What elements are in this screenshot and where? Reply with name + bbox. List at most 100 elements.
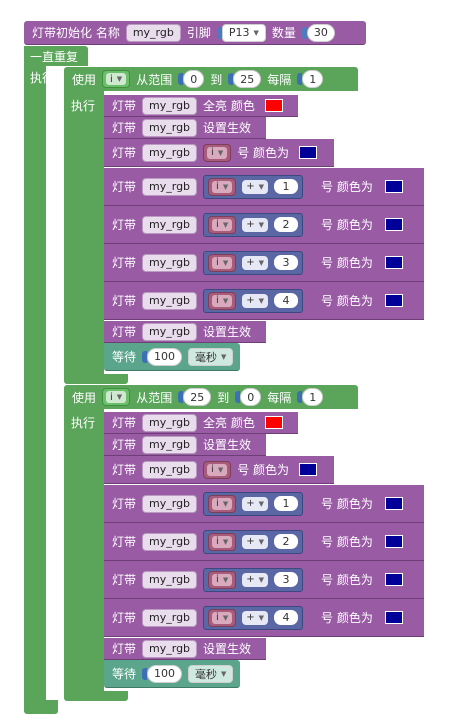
- strip-name-field[interactable]: my_rgb: [142, 177, 198, 196]
- offset-input[interactable]: 4: [274, 610, 298, 625]
- forever-block[interactable]: [24, 46, 46, 714]
- loop1-wait-block[interactable]: 等待 100 毫秒▼: [104, 343, 240, 371]
- pin-dropdown[interactable]: P13▼: [221, 23, 266, 42]
- strip-name-field[interactable]: my_rgb: [125, 23, 181, 42]
- math-op-block[interactable]: i▼ +▼ 4: [203, 288, 303, 313]
- loop2-set-pixel-op-block[interactable]: 灯带 my_rgb i▼ +▼ 1 号 颜色为: [104, 485, 424, 523]
- loop2-wait-block[interactable]: 等待 100 毫秒▼: [104, 660, 240, 688]
- loop1-show-block[interactable]: 灯带 my_rgb 设置生效: [104, 117, 266, 139]
- loop2-step-input[interactable]: 1: [302, 388, 324, 406]
- color-swatch-blue[interactable]: [384, 218, 403, 231]
- rgb-init-block[interactable]: 灯带初始化 名称 my_rgb 引脚 P13▼ 数量 30: [24, 21, 366, 45]
- strip-name-field[interactable]: my_rgb: [142, 291, 198, 310]
- loop1-show-block-2[interactable]: 灯带 my_rgb 设置生效: [104, 321, 266, 343]
- offset-input[interactable]: 2: [274, 217, 298, 232]
- forever-header[interactable]: 一直重复: [24, 46, 88, 66]
- strip-name-field[interactable]: my_rgb: [142, 460, 198, 479]
- index-var[interactable]: i▼: [208, 532, 237, 551]
- loop2-show-block[interactable]: 灯带 my_rgb 设置生效: [104, 434, 266, 456]
- color-swatch-blue[interactable]: [299, 463, 318, 476]
- operator-dropdown[interactable]: +▼: [242, 293, 268, 308]
- math-op-block[interactable]: i▼ +▼ 2: [203, 212, 303, 237]
- index-var[interactable]: i▼: [203, 460, 232, 479]
- offset-input[interactable]: 4: [274, 293, 298, 308]
- loop1-var[interactable]: i▼: [102, 70, 131, 88]
- math-op-block[interactable]: i▼ +▼ 3: [203, 250, 303, 275]
- loop2-set-pixel-op-block[interactable]: 灯带 my_rgb i▼ +▼ 3 号 颜色为: [104, 561, 424, 599]
- operator-dropdown[interactable]: +▼: [242, 610, 268, 625]
- color-swatch-blue[interactable]: [384, 573, 403, 586]
- color-swatch-red[interactable]: [264, 99, 283, 112]
- strip-name-field[interactable]: my_rgb: [142, 570, 198, 589]
- loop1-start-input[interactable]: 0: [183, 70, 205, 88]
- strip-name-field[interactable]: my_rgb: [142, 532, 198, 551]
- strip-name-field[interactable]: my_rgb: [142, 494, 198, 513]
- color-swatch-blue[interactable]: [299, 146, 318, 159]
- strip-name-field[interactable]: my_rgb: [142, 322, 198, 341]
- loop2-fill-all-block[interactable]: 灯带 my_rgb 全亮 颜色: [104, 412, 298, 434]
- operator-dropdown[interactable]: +▼: [242, 255, 268, 270]
- strip-name-field[interactable]: my_rgb: [142, 253, 198, 272]
- strip-name-field[interactable]: my_rgb: [142, 413, 198, 432]
- wait-input[interactable]: 100: [147, 347, 183, 366]
- loop1-set-pixel-block[interactable]: 灯带 my_rgb i▼ 号 颜色为: [104, 139, 334, 167]
- for-loop-2[interactable]: 使用 i▼ 从范围 25 到 0 每隔 1: [64, 385, 358, 409]
- loop1-set-pixel-op-block[interactable]: 灯带 my_rgb i▼ +▼ 1 号 颜色为: [104, 168, 424, 206]
- index-var[interactable]: i▼: [208, 177, 237, 196]
- wait-unit-dropdown[interactable]: 毫秒▼: [188, 664, 234, 683]
- offset-input[interactable]: 2: [274, 534, 298, 549]
- operator-dropdown[interactable]: +▼: [242, 572, 268, 587]
- strip-name-field[interactable]: my_rgb: [142, 96, 198, 115]
- color-swatch-blue[interactable]: [384, 180, 403, 193]
- loop2-set-pixel-op-block[interactable]: 灯带 my_rgb i▼ +▼ 4 号 颜色为: [104, 599, 424, 637]
- index-var[interactable]: i▼: [208, 494, 237, 513]
- loop1-step-input[interactable]: 1: [302, 70, 324, 88]
- strip-name-field[interactable]: my_rgb: [142, 435, 198, 454]
- color-swatch-blue[interactable]: [384, 497, 403, 510]
- math-op-block[interactable]: i▼ +▼ 1: [203, 491, 303, 516]
- offset-input[interactable]: 1: [274, 496, 298, 511]
- index-var[interactable]: i▼: [208, 253, 237, 272]
- wait-unit-dropdown[interactable]: 毫秒▼: [188, 347, 234, 366]
- color-swatch-blue[interactable]: [384, 535, 403, 548]
- loop2-start-input[interactable]: 25: [183, 388, 212, 406]
- wait-input[interactable]: 100: [147, 664, 183, 683]
- offset-input[interactable]: 3: [274, 255, 298, 270]
- strip-name-field[interactable]: my_rgb: [142, 639, 198, 658]
- loop2-end-input[interactable]: 0: [240, 388, 262, 406]
- loop2-var[interactable]: i▼: [102, 388, 131, 406]
- operator-dropdown[interactable]: +▼: [242, 496, 268, 511]
- math-op-block[interactable]: i▼ +▼ 3: [203, 567, 303, 592]
- index-var[interactable]: i▼: [208, 291, 237, 310]
- operator-dropdown[interactable]: +▼: [242, 534, 268, 549]
- loop1-set-pixel-op-block[interactable]: 灯带 my_rgb i▼ +▼ 2 号 颜色为: [104, 206, 424, 244]
- index-var[interactable]: i▼: [208, 570, 237, 589]
- strip-name-field[interactable]: my_rgb: [142, 215, 198, 234]
- operator-dropdown[interactable]: +▼: [242, 179, 268, 194]
- color-swatch-red[interactable]: [264, 416, 283, 429]
- index-var[interactable]: i▼: [208, 608, 237, 627]
- strip-name-field[interactable]: my_rgb: [142, 608, 198, 627]
- offset-input[interactable]: 3: [274, 572, 298, 587]
- color-swatch-blue[interactable]: [384, 294, 403, 307]
- loop2-set-pixel-op-block[interactable]: 灯带 my_rgb i▼ +▼ 2 号 颜色为: [104, 523, 424, 561]
- color-swatch-blue[interactable]: [384, 256, 403, 269]
- index-var[interactable]: i▼: [203, 143, 232, 162]
- loop1-end-input[interactable]: 25: [233, 70, 262, 88]
- operator-dropdown[interactable]: +▼: [242, 217, 268, 232]
- loop1-set-pixel-op-block[interactable]: 灯带 my_rgb i▼ +▼ 3 号 颜色为: [104, 244, 424, 282]
- color-swatch-blue[interactable]: [384, 611, 403, 624]
- strip-name-field[interactable]: my_rgb: [142, 143, 198, 162]
- index-var[interactable]: i▼: [208, 215, 237, 234]
- loop1-set-pixel-op-block[interactable]: 灯带 my_rgb i▼ +▼ 4 号 颜色为: [104, 282, 424, 320]
- loop2-show-block-2[interactable]: 灯带 my_rgb 设置生效: [104, 638, 266, 660]
- offset-input[interactable]: 1: [274, 179, 298, 194]
- math-op-block[interactable]: i▼ +▼ 4: [203, 605, 303, 630]
- loop1-fill-all-block[interactable]: 灯带 my_rgb 全亮 颜色: [104, 95, 298, 117]
- for-loop-1[interactable]: 使用 i▼ 从范围 0 到 25 每隔 1: [64, 67, 358, 91]
- count-input[interactable]: 30: [306, 23, 335, 42]
- loop2-set-pixel-block[interactable]: 灯带 my_rgb i▼ 号 颜色为: [104, 456, 334, 484]
- strip-name-field[interactable]: my_rgb: [142, 118, 198, 137]
- math-op-block[interactable]: i▼ +▼ 2: [203, 529, 303, 554]
- math-op-block[interactable]: i▼ +▼ 1: [203, 174, 303, 199]
